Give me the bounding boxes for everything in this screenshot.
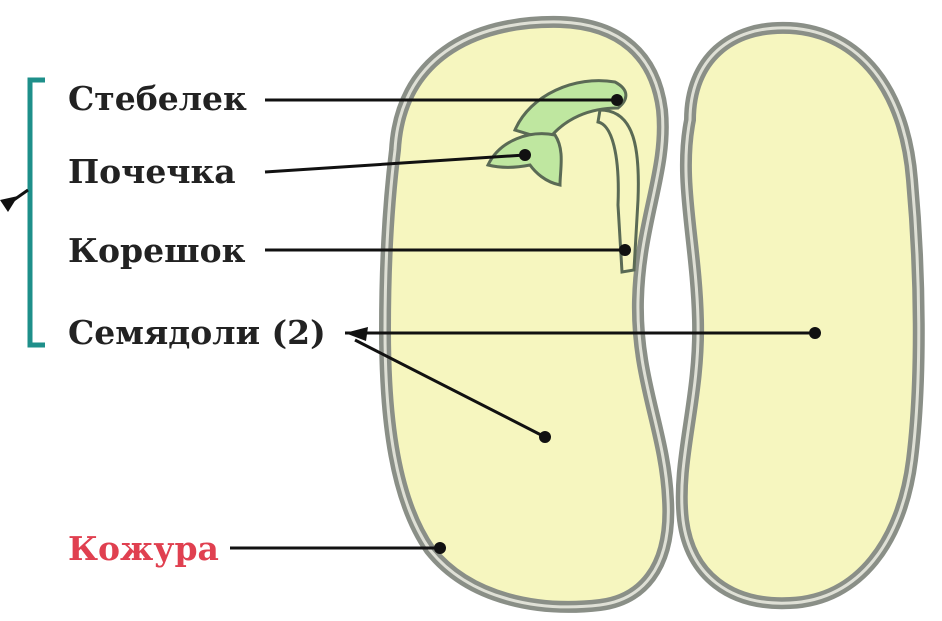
stem-dot xyxy=(611,94,623,106)
label-seed-coat: Кожура xyxy=(68,529,219,568)
label-stem: Стебелек xyxy=(68,79,247,118)
root-dot xyxy=(619,244,631,256)
right-cotyledon xyxy=(682,28,919,603)
label-cotyledons: Семядоли (2) xyxy=(68,313,326,352)
embryo-bracket xyxy=(30,80,45,345)
seed-coat-dot xyxy=(434,542,446,554)
arrow-left-icon xyxy=(0,190,28,212)
label-root: Корешок xyxy=(68,231,246,270)
label-bud: Почечка xyxy=(68,152,236,191)
cotyledon-arrow-icon xyxy=(345,327,368,341)
cotyledon-right-dot xyxy=(809,327,821,339)
bud-dot xyxy=(519,149,531,161)
cotyledon-left-dot xyxy=(539,431,551,443)
